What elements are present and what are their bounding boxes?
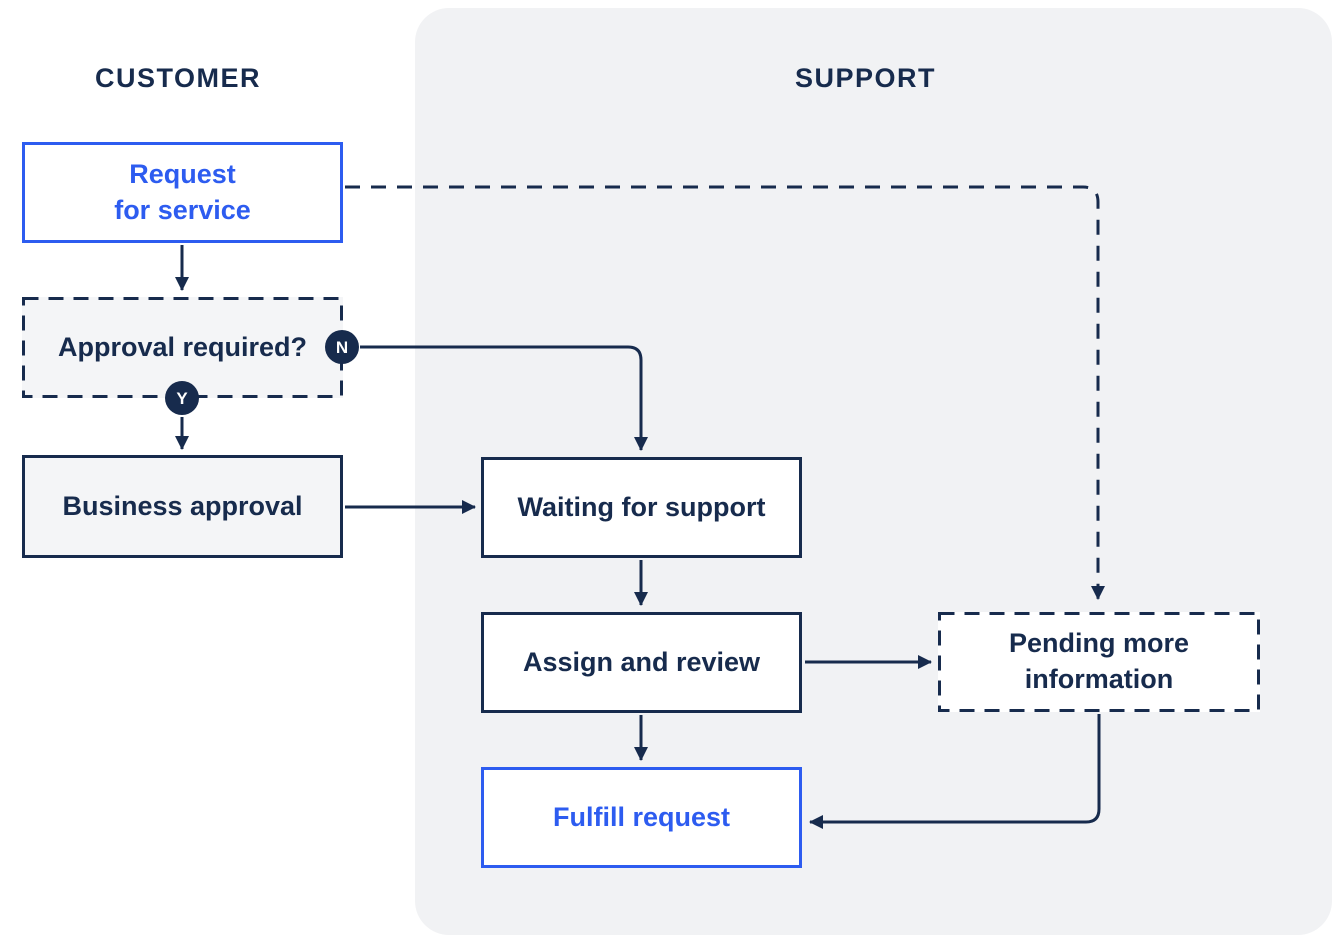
node-fulfill-request: Fulfill request: [481, 767, 802, 868]
node-label-line: Request: [129, 158, 236, 189]
node-assign-and-review: Assign and review: [481, 612, 802, 713]
node-label: Assign and review: [522, 646, 761, 677]
node-label: Business approval: [62, 490, 303, 521]
node-label: Approval required?: [57, 331, 308, 362]
lane-title-support: SUPPORT: [795, 63, 937, 93]
node-request-for-service: Request for service: [22, 142, 343, 243]
decision-badge-yes: Y: [165, 381, 199, 415]
node-business-approval: Business approval: [22, 455, 343, 558]
node-waiting-for-support: Waiting for support: [481, 457, 802, 558]
decision-badge-no: N: [325, 330, 359, 364]
node-label-line: Pending more: [1008, 628, 1190, 659]
node-label: Waiting for support: [517, 491, 766, 522]
node-label-line: for service: [114, 194, 251, 225]
lane-title-customer: CUSTOMER: [95, 63, 262, 93]
node-label: Fulfill request: [552, 801, 731, 832]
node-pending-more-information: Pending more information: [938, 612, 1260, 712]
node-label-line: information: [1024, 664, 1174, 694]
